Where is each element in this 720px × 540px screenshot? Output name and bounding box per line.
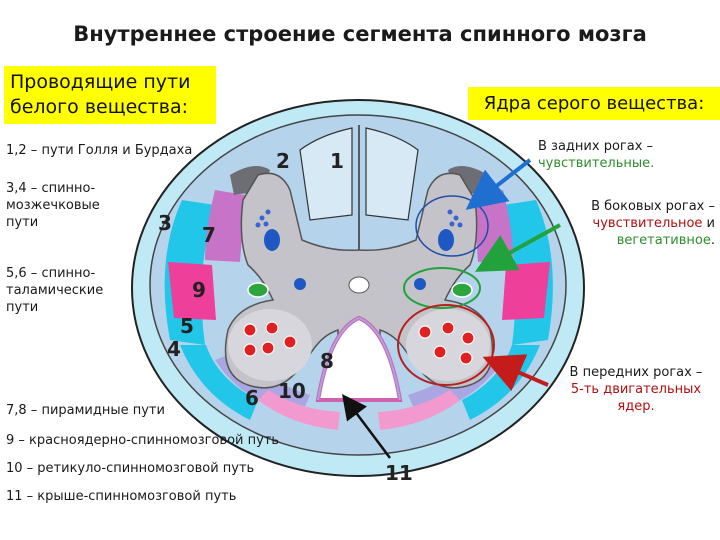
label-anterior-line2: 5-ть двигательных [570,382,702,397]
posterior-column-right [365,127,419,221]
label-anterior-line1: В передних рогах – [569,365,703,380]
label-3-4-line2: мозжечковые [6,198,100,213]
label-posterior-line2: чувствительные. [538,156,655,171]
anterior-fissure-rim [317,316,401,401]
tract-cyan-left-low [180,345,258,420]
posterior-column-left [299,127,353,221]
tract-pink-bottom-right [378,390,460,430]
num-7: 7 [202,223,216,247]
label-lateral-dot: . [710,233,715,248]
lateral-green-left [247,282,269,298]
white-matter-line1: Проводящие пути [10,71,191,93]
white-matter-box: Проводящие пути белого вещества: [4,66,216,124]
gray-matter-label: Ядра серого вещества: [483,93,705,114]
arrow-posterior [465,158,532,210]
label-lateral-horns: В боковых рогах – чувствительное и вегет… [540,198,715,249]
label-lateral-vegetative: вегетативное [616,233,711,248]
tract-violet-left [205,190,245,262]
arrow-lateral [474,223,561,272]
anterior-nuclei [243,321,475,365]
label-5-6-line2: таламические [6,283,104,298]
tract-pink-right [502,262,550,320]
posterior-nucleus-right [438,229,454,251]
num-11: 11 [385,461,413,485]
arrow-anterior [482,354,549,392]
label-lateral-and: и [702,216,715,231]
label-5-6-line1: 5,6 – спинно- [6,266,96,281]
label-posterior-line1: В задних рогах – [538,139,654,154]
label-pathways-7-8: 7,8 – пирамидные пути [6,403,165,418]
num-5: 5 [180,314,194,338]
num-3: 3 [158,211,172,235]
label-pathways-5-6: 5,6 – спинно- таламические пути [6,265,103,316]
num-9: 9 [192,278,206,302]
num-2: 2 [276,149,290,173]
num-1: 1 [330,149,344,173]
posterior-nucleus-left [264,229,280,251]
label-pathways-3-4: 3,4 – спинно- мозжечковые пути [6,180,100,231]
label-posterior-horns: В задних рогах – чувствительные. [538,138,654,172]
lateral-horn-highlight [403,267,481,309]
lateral-blue-left [294,278,306,290]
num-10: 10 [278,379,306,403]
page-title: Внутреннее строение сегмента спинного мо… [73,22,647,46]
label-pathway-10: 10 – ретикуло-спинномозговой путь [6,461,255,476]
white-matter-line2: белого вещества: [10,96,189,118]
gray-matter-box: Ядра серого вещества: [468,87,720,120]
label-pathway-11: 11 – крыше-спинномозговой путь [6,489,237,504]
label-3-4-line3: пути [6,215,39,230]
posterior-horn-highlight [415,195,489,257]
num-8: 8 [320,349,334,373]
num-6: 6 [245,386,259,410]
anterior-horn-right [406,309,490,381]
label-3-4-line1: 3,4 – спинно- [6,181,96,196]
label-5-6-line3: пути [6,300,39,315]
label-anterior-horns: В передних рогах – 5-ть двигательных яде… [556,364,716,415]
label-lateral-sensory: чувствительное [592,216,703,231]
lateral-green-right [451,282,473,298]
tract-pink-left [168,262,216,320]
lateral-blue-right [414,278,426,290]
num-4: 4 [167,337,181,361]
tract-pink-bottom-left [258,390,340,430]
posterior-dots [255,209,463,228]
anterior-horn-highlight [397,304,495,386]
label-pathways-1-2: 1,2 – пути Голля и Бурдаха [6,143,193,158]
central-canal [348,276,370,294]
label-lateral-line1: В боковых рогах – [591,199,715,214]
label-anterior-line3: ядер. [617,399,655,414]
label-pathway-9: 9 – красноядерно-спинномозговой путь [6,433,280,448]
arrow-11 [342,394,391,459]
